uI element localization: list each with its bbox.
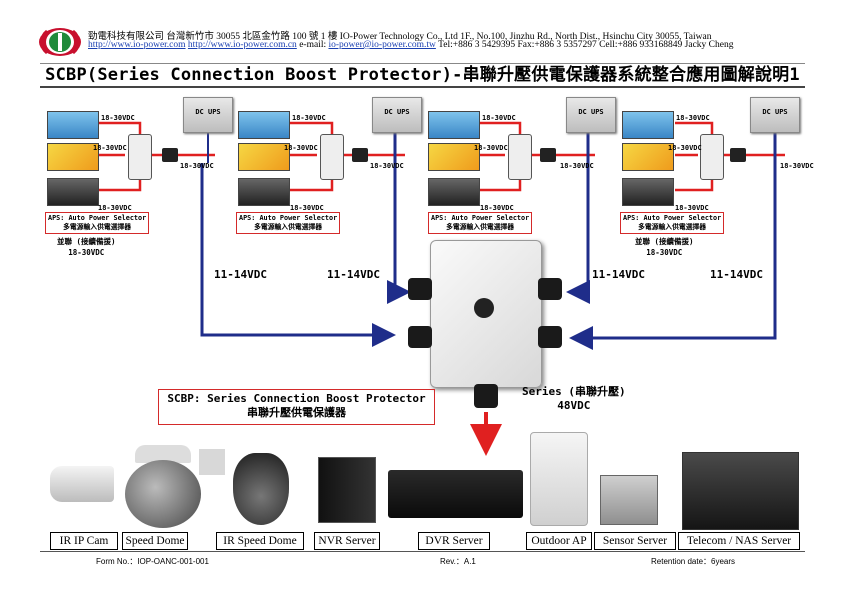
voltage-label-2d: 18-30VDC [370, 162, 404, 170]
wind-solar-panel-1 [47, 111, 99, 139]
solar-panel-3 [428, 143, 480, 171]
device-label-speed-dome: Speed Dome [122, 532, 188, 550]
aps-label-box-3: APS: Auto Power Selector 多電源輸入供電選擇器 [428, 212, 533, 234]
connector-4 [730, 148, 746, 162]
device-label-outdoor-ap: Outdoor AP [526, 532, 592, 550]
footer-divider [40, 551, 805, 552]
blue-wiring [200, 125, 777, 350]
contact-line: http://www.io-power.com http://www.io-po… [88, 40, 733, 50]
aps-selector-1 [128, 134, 152, 180]
form-number: Form No.：IOP-OANC-001-001 [96, 557, 209, 566]
dc-ups-3: DC UPS [566, 97, 616, 133]
voltage-label-4b: 18-30VDC [668, 144, 702, 152]
website-link[interactable]: http://www.io-power.com [88, 40, 186, 50]
scbp-gland-bottom [474, 384, 498, 408]
series-label: Series (串聯升壓) 48VDC [522, 385, 626, 412]
speed-dome-image [125, 445, 225, 529]
voltage-label-4c: 18-30VDC [675, 204, 709, 212]
retention-date: Retention date：6years [651, 557, 736, 566]
aps-selector-2 [320, 134, 344, 180]
power-adapter-1 [47, 178, 99, 206]
dc-ups-1: DC UPS [183, 97, 233, 133]
scbp-gland-right-top [538, 278, 562, 300]
page-title: SCBP(Series Connection Boost Protector)-… [40, 63, 805, 88]
voltage-label-1c: 18-30VDC [98, 204, 132, 212]
revision: Rev.：A.1 [440, 557, 476, 566]
power-adapter-3 [428, 178, 480, 206]
voltage-label-1b: 18-30VDC [93, 144, 127, 152]
low-voltage-label-1: 11-14VDC [214, 268, 267, 281]
aps-label-box-1: APS: Auto Power Selector 多電源輸入供電選擇器 [45, 212, 150, 234]
device-label-dvr-server: DVR Server [418, 532, 490, 550]
outdoor-ap-image [530, 432, 588, 526]
aps-label-box-4: APS: Auto Power Selector 多電源輸入供電選擇器 [620, 212, 725, 234]
website-cn-link[interactable]: http://www.io-power.com.cn [187, 40, 297, 50]
solar-panel-4 [622, 143, 674, 171]
dc-ups-2: DC UPS [372, 97, 422, 133]
dc-ups-4: DC UPS [750, 97, 800, 133]
voltage-label-1a: 18-30VDC [101, 114, 135, 122]
solar-panel-2 [238, 143, 290, 171]
aps-selector-3 [508, 134, 532, 180]
aps-label-box-2: APS: Auto Power Selector 多電源輸入供電選擇器 [236, 212, 341, 234]
voltage-label-2b: 18-30VDC [284, 144, 318, 152]
connector-1 [162, 148, 178, 162]
connector-3 [540, 148, 556, 162]
wind-solar-panel-3 [428, 111, 480, 139]
wind-solar-panel-2 [238, 111, 290, 139]
company-logo [38, 27, 82, 57]
email-label: e-mail: [299, 40, 329, 50]
power-adapter-4 [622, 178, 674, 206]
scbp-logo-icon [474, 298, 494, 318]
sensor-server-image [600, 475, 658, 525]
connector-2 [352, 148, 368, 162]
company-address: 勁電科技有限公司 台灣新竹市 30055 北區金竹路 100 號 1 樓 IO-… [88, 32, 712, 42]
device-label-sensor-server: Sensor Server [594, 532, 676, 550]
parallel-label-4: 並聯 (接續備援) 18-30VDC [635, 237, 694, 257]
voltage-label-2a: 18-30VDC [292, 114, 326, 122]
low-voltage-label-2: 11-14VDC [327, 268, 380, 281]
device-label-ir-ip-cam: IR IP Cam [50, 532, 118, 550]
device-label-nvr-server: NVR Server [314, 532, 380, 550]
nvr-server-image [318, 457, 376, 523]
email-link[interactable]: io-power@io-power.com.tw [328, 40, 436, 50]
voltage-label-3c: 18-30VDC [480, 204, 514, 212]
wind-solar-panel-4 [622, 111, 674, 139]
low-voltage-label-3: 11-14VDC [592, 268, 645, 281]
voltage-label-3a: 18-30VDC [482, 114, 516, 122]
scbp-gland-left-top [408, 278, 432, 300]
solar-panel-1 [47, 143, 99, 171]
io-power-logo-icon [39, 28, 81, 56]
voltage-label-4d: 18-30VDC [780, 162, 814, 170]
voltage-label-2c: 18-30VDC [290, 204, 324, 212]
parallel-label-1: 並聯 (接續備援) 18-30VDC [57, 237, 116, 257]
low-voltage-label-4: 11-14VDC [710, 268, 763, 281]
scbp-gland-right-bottom [538, 326, 562, 348]
dvr-server-image [388, 470, 523, 518]
scbp-gland-left-bottom [408, 326, 432, 348]
ir-speed-dome-image [233, 453, 289, 525]
voltage-label-4a: 18-30VDC [676, 114, 710, 122]
voltage-label-3b: 18-30VDC [474, 144, 508, 152]
power-adapter-2 [238, 178, 290, 206]
voltage-label-1d: 18-30VDC [180, 162, 214, 170]
telecom-nas-server-image [682, 452, 799, 530]
device-label-telecom-nas-server: Telecom / NAS Server [678, 532, 800, 550]
voltage-label-3d: 18-30VDC [560, 162, 594, 170]
aps-selector-4 [700, 134, 724, 180]
ir-ip-cam-image [50, 466, 114, 502]
scbp-definition-box: SCBP: Series Connection Boost Protector … [158, 389, 435, 425]
contact-numbers: Tel:+886 3 5429395 Fax:+886 3 5357297 Ce… [435, 40, 734, 50]
device-label-ir-speed-dome: IR Speed Dome [216, 532, 304, 550]
